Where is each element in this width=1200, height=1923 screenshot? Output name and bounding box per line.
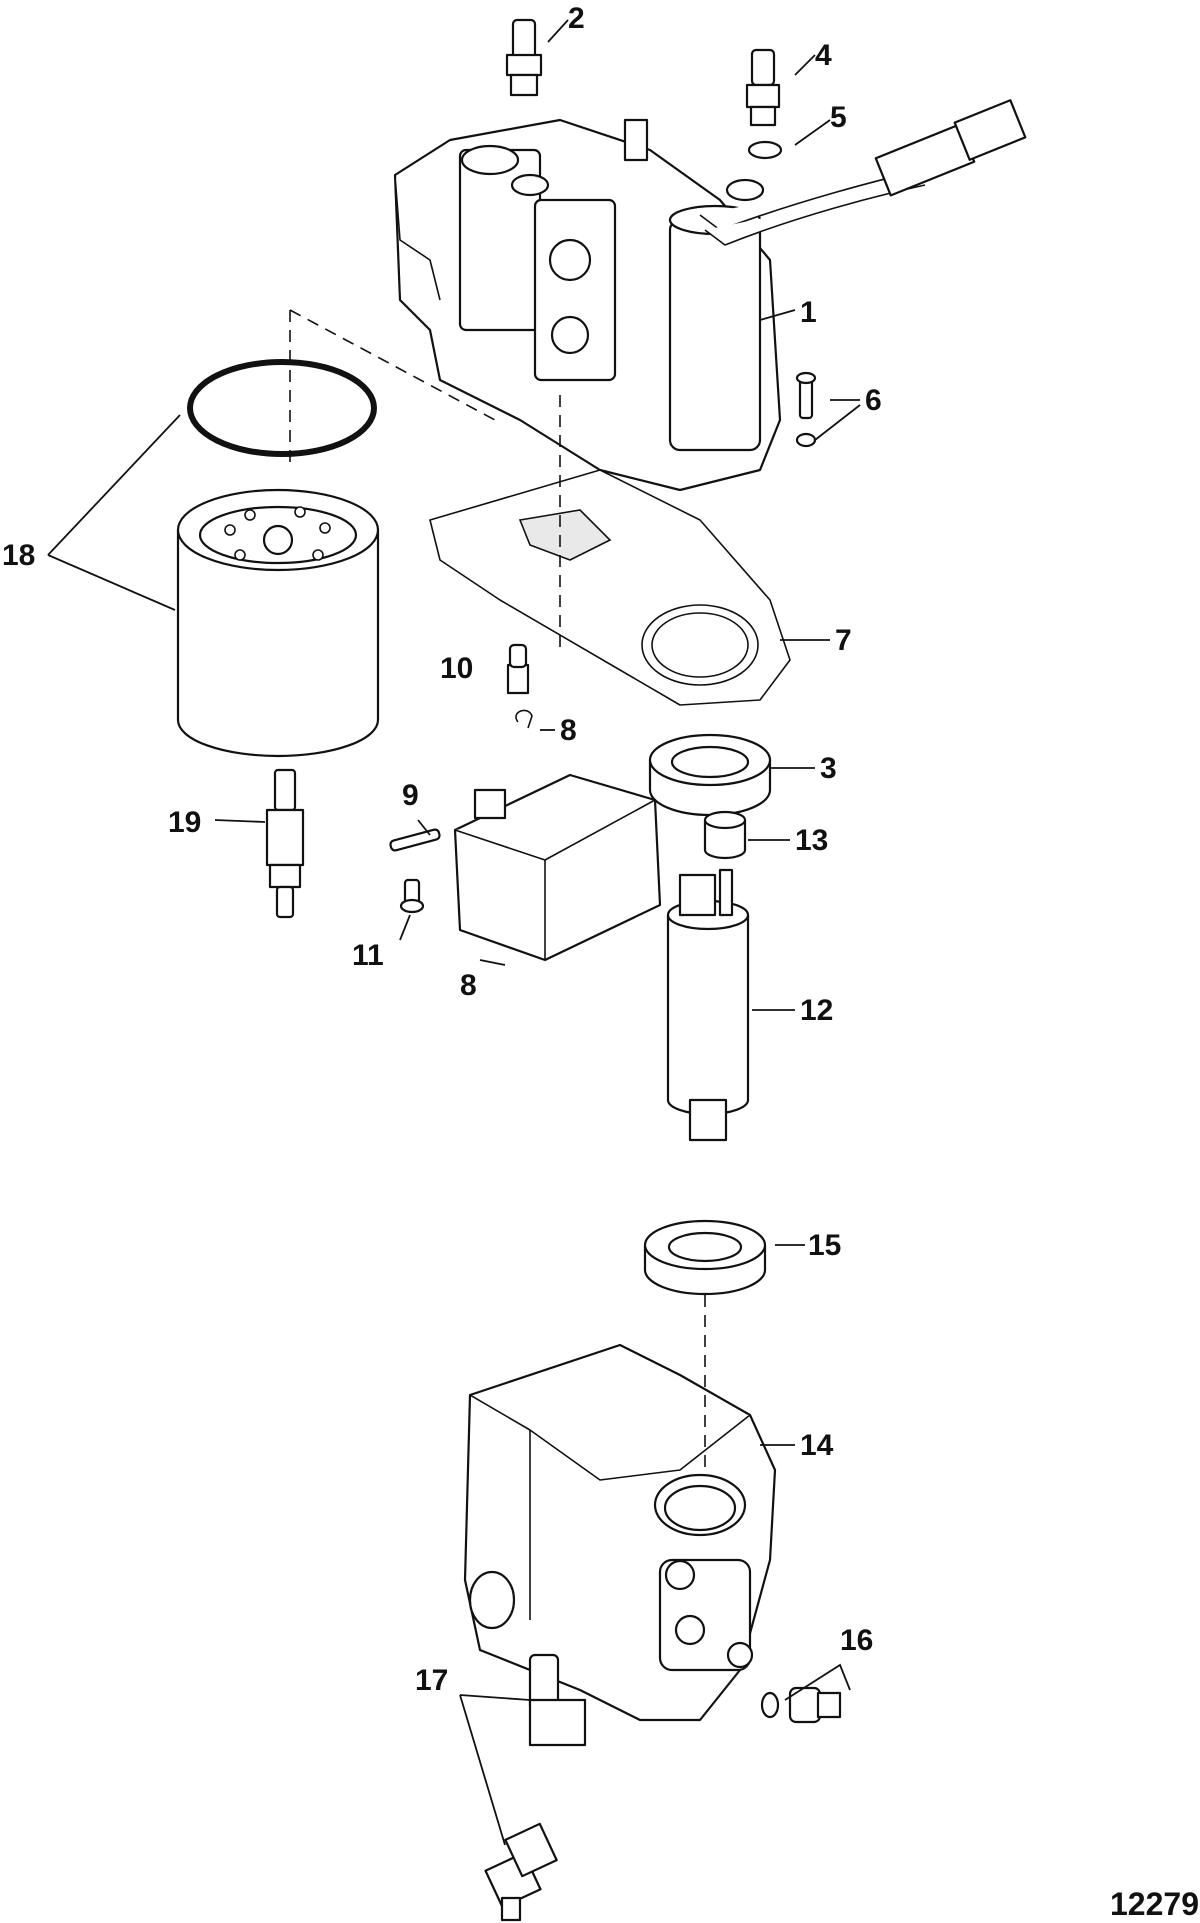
part-9-pin (389, 828, 441, 852)
part-8-cover (453, 773, 662, 962)
callout-1: 1 (800, 296, 817, 329)
part-1-housing (393, 118, 926, 492)
callout-15: 15 (808, 1229, 841, 1262)
callout-8a: 8 (560, 714, 577, 747)
part-8-clip (515, 709, 533, 729)
callout-9: 9 (402, 779, 419, 812)
part-10-fitting (506, 643, 530, 695)
callout-17: 17 (415, 1664, 448, 1697)
callout-10: 10 (440, 652, 473, 685)
part-6-screw-washer (795, 371, 817, 448)
part-2-fitting (505, 18, 543, 97)
part-13-grommet (703, 810, 747, 860)
part-7-gasket (429, 469, 791, 706)
part-16-drain-plug (760, 1686, 842, 1724)
part-5-o-ring (747, 140, 783, 160)
callout-7: 7 (835, 624, 852, 657)
callout-8b: 8 (460, 969, 477, 1002)
part-4-sensor (745, 48, 781, 127)
callout-5: 5 (830, 101, 847, 134)
part-12-fuel-pump (666, 868, 750, 1142)
part-18-fuel-filter (176, 488, 380, 758)
reference-number: 12279 (1110, 1886, 1199, 1922)
callout-12: 12 (800, 994, 833, 1027)
callout-6: 6 (865, 384, 882, 417)
part-17-fittings (484, 1653, 587, 1922)
callout-11: 11 (352, 939, 384, 972)
callout-13: 13 (795, 824, 828, 857)
callout-16: 16 (840, 1624, 873, 1657)
leader-lines (47, 19, 861, 1846)
part-18-filter-seal (187, 359, 377, 457)
callout-14: 14 (800, 1429, 834, 1462)
callout-19: 19 (168, 806, 201, 839)
wire-harness-connector (874, 99, 1027, 197)
part-11-screw (399, 878, 425, 914)
callout-labels: 1 2 4 5 6 7 10 8 3 13 9 11 8 12 15 14 16… (2, 2, 882, 1697)
callout-2: 2 (568, 2, 585, 35)
callout-18: 18 (2, 539, 35, 572)
callout-3: 3 (820, 752, 837, 785)
part-14-lower-housing (463, 1343, 777, 1722)
part-3-seal (648, 733, 772, 817)
callout-4: 4 (815, 39, 832, 72)
part-15-seal (643, 1219, 767, 1296)
assembly-centerlines (289, 309, 706, 1470)
part-19-water-sensor (265, 768, 305, 919)
